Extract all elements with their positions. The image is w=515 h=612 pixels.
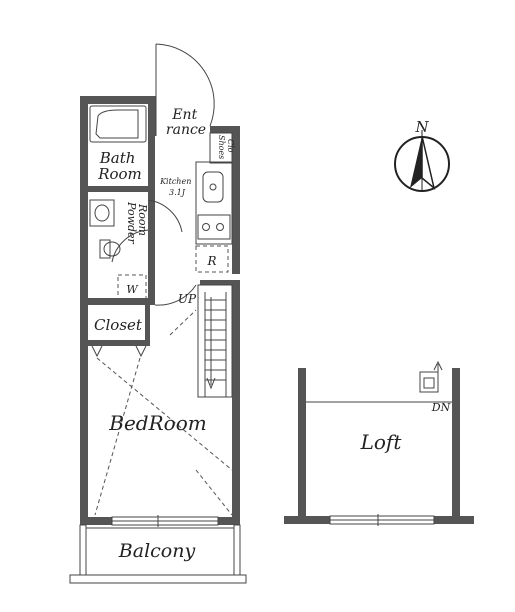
refrigerator-label: R: [206, 254, 216, 268]
entrance-label-line2: rance: [166, 122, 206, 138]
north-arrow-icon: [394, 130, 450, 192]
bathtub-icon: [89, 105, 147, 143]
closet-hinge-left: [91, 345, 103, 358]
powder-label-line2: Room: [136, 203, 149, 236]
bedroom-door: [154, 284, 197, 306]
closet-label: Closet: [94, 316, 143, 334]
staircase: [197, 284, 233, 398]
bath-label-line2: Room: [97, 165, 142, 183]
closet-hinge-right: [135, 345, 147, 358]
balcony-label: Balcony: [118, 540, 196, 562]
bedroom-diagonals: [94, 309, 233, 516]
bath-label-line1: Bath: [99, 149, 136, 167]
washbasin-icon: [89, 199, 115, 227]
shoes-label-line1: Shoes: [217, 135, 226, 159]
loft-walls: [284, 368, 474, 526]
up-label: UP: [178, 292, 197, 306]
kitchen-label-line1: Kitchen: [159, 177, 191, 186]
powder-label-line1: Powder: [125, 201, 138, 245]
entrance-label-line1: Ent: [171, 107, 197, 123]
powder-door: [111, 229, 149, 263]
washer-space: [117, 274, 147, 300]
washer-label: W: [126, 283, 139, 296]
entrance-label: Ent rance: [166, 107, 206, 138]
balcony: [69, 524, 247, 584]
shoes-label: Shoes Clo: [217, 135, 235, 162]
bedroom-window: [111, 515, 219, 527]
compass-label: N: [414, 118, 429, 136]
shoes-closet: [209, 132, 233, 164]
refrigerator-space: [195, 245, 229, 273]
loft-stair-opening: [419, 360, 443, 393]
powder-label: Powder Room: [125, 201, 149, 247]
shoes-label-line2: Clo: [226, 139, 235, 153]
entrance-door: [155, 43, 215, 136]
loft-label: Loft: [360, 430, 403, 454]
bedroom-label: BedRoom: [108, 411, 206, 435]
bath-door: [147, 199, 183, 233]
bath-label: Bath Room: [97, 149, 142, 183]
kitchen-counter: [195, 161, 233, 245]
kitchen-label: Kitchen 3.1J: [159, 177, 194, 197]
toilet-icon: [99, 239, 121, 259]
kitchen-label-line2: 3.1J: [169, 188, 186, 197]
down-label: DN: [431, 401, 451, 414]
